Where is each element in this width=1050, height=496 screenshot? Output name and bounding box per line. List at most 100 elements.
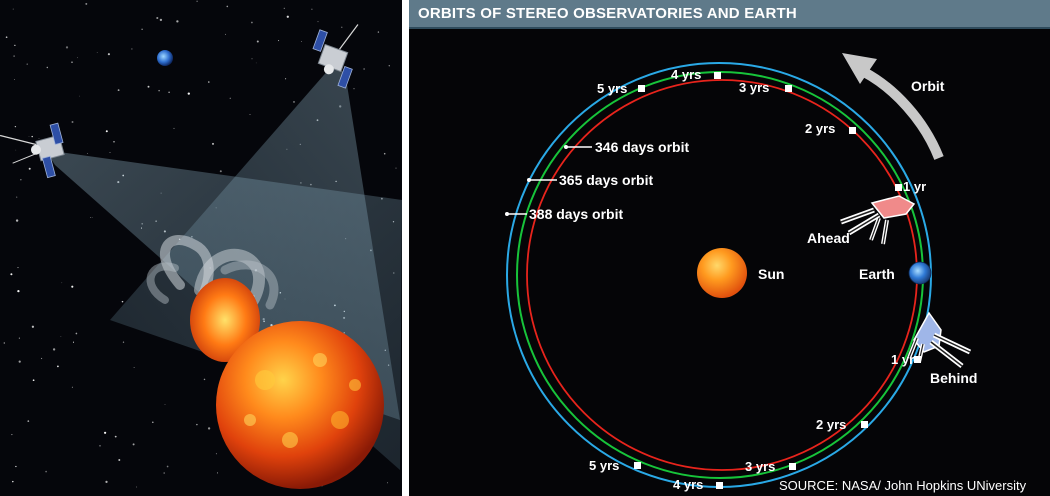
star	[5, 36, 8, 39]
star	[12, 480, 14, 483]
earth-icon	[908, 261, 932, 285]
solar-flare-icon	[190, 278, 260, 362]
star	[18, 337, 20, 339]
ahead-marker-2yrs-label: 2 yrs	[805, 121, 835, 136]
star	[159, 18, 163, 22]
star	[32, 379, 35, 382]
orbit-period-388: 388 days orbit	[529, 206, 623, 222]
star	[109, 152, 111, 153]
star	[52, 348, 56, 351]
star	[45, 470, 47, 473]
behind-marker-5yrs	[634, 462, 641, 469]
star	[71, 285, 74, 288]
star	[17, 267, 19, 269]
behind-marker-4yrs	[716, 482, 723, 489]
ahead-year-markers: 1 yr 2 yrs 3 yrs 4 yrs 5 yrs	[597, 67, 926, 194]
orbit-arrow-label: Orbit	[911, 78, 945, 94]
star	[118, 459, 121, 461]
star	[166, 465, 169, 468]
sun-icon	[216, 321, 384, 489]
ahead-marker-1yr-label: 1 yr	[903, 179, 926, 194]
star	[133, 366, 135, 368]
sun-label: Sun	[758, 266, 784, 282]
star	[217, 472, 218, 474]
star	[203, 378, 206, 381]
star	[41, 357, 43, 360]
star	[71, 121, 74, 123]
star	[164, 404, 166, 405]
star	[301, 41, 302, 43]
behind-year-markers: 1 yr 2 yrs 3 yrs 4 yrs 5 yrs	[589, 352, 921, 492]
star	[293, 101, 295, 103]
star	[11, 434, 13, 436]
star	[16, 196, 18, 198]
star	[395, 167, 397, 169]
behind-marker-3yrs	[789, 463, 796, 470]
star	[65, 46, 69, 49]
star	[229, 97, 231, 99]
star	[57, 365, 59, 368]
diagram-title: ORBITS OF STEREO OBSERVATORIES AND EARTH	[418, 5, 797, 22]
orbit-period-365: 365 days orbit	[559, 172, 653, 188]
star	[363, 68, 365, 70]
star	[72, 341, 75, 343]
star	[10, 273, 13, 276]
orbit-period-346: 346 days orbit	[595, 139, 689, 155]
stereo-illustration	[0, 0, 402, 496]
ahead-marker-5yrs	[638, 85, 645, 92]
star	[12, 8, 14, 10]
star	[388, 65, 390, 67]
star	[31, 135, 33, 138]
star	[173, 127, 175, 129]
star	[225, 33, 226, 35]
star	[114, 435, 117, 438]
star	[79, 95, 80, 97]
star	[60, 335, 62, 337]
star	[20, 179, 22, 181]
star	[207, 427, 211, 430]
star	[105, 480, 108, 484]
star	[14, 79, 15, 80]
star	[383, 152, 386, 155]
star	[256, 40, 259, 43]
star	[99, 445, 101, 447]
star	[278, 40, 280, 42]
star	[77, 57, 78, 59]
star	[132, 443, 135, 446]
ahead-marker-5yrs-label: 5 yrs	[597, 81, 627, 96]
star	[211, 142, 215, 145]
star	[75, 332, 78, 335]
behind-marker-2yrs-label: 2 yrs	[816, 417, 846, 432]
star	[311, 8, 313, 10]
star	[14, 125, 17, 128]
ahead-marker-1yr	[895, 184, 902, 191]
ahead-marker-2yrs	[849, 127, 856, 134]
sun-surface-texture	[244, 353, 361, 448]
behind-marker-4yrs-label: 4 yrs	[673, 477, 703, 492]
star	[85, 2, 88, 5]
star	[122, 341, 125, 343]
star	[14, 44, 16, 46]
star	[117, 89, 120, 92]
earth-icon	[157, 50, 173, 66]
ahead-spacecraft-icon	[840, 195, 916, 245]
source-credit: SOURCE: NASA/ John Hopkins UNiversity	[779, 478, 1027, 493]
star	[31, 325, 35, 328]
star	[103, 431, 107, 434]
star	[131, 48, 133, 50]
behind-spacecraft-icon	[907, 311, 972, 368]
star	[27, 420, 30, 422]
ahead-marker-4yrs-label: 4 yrs	[671, 67, 701, 82]
star	[15, 465, 17, 468]
star	[26, 63, 28, 65]
orbit-diagram: ORBITS OF STEREO OBSERVATORIES AND EARTH	[409, 0, 1050, 496]
star	[152, 421, 154, 423]
behind-marker-2yrs	[861, 421, 868, 428]
orbit-period-labels: 346 days orbit 365 days orbit 388 days o…	[505, 139, 689, 222]
orbit-svg: Orbit Sun Earth Ahead	[505, 53, 1027, 493]
behind-label: Behind	[930, 370, 977, 386]
star	[136, 486, 138, 488]
star	[46, 66, 49, 69]
star	[38, 138, 40, 139]
